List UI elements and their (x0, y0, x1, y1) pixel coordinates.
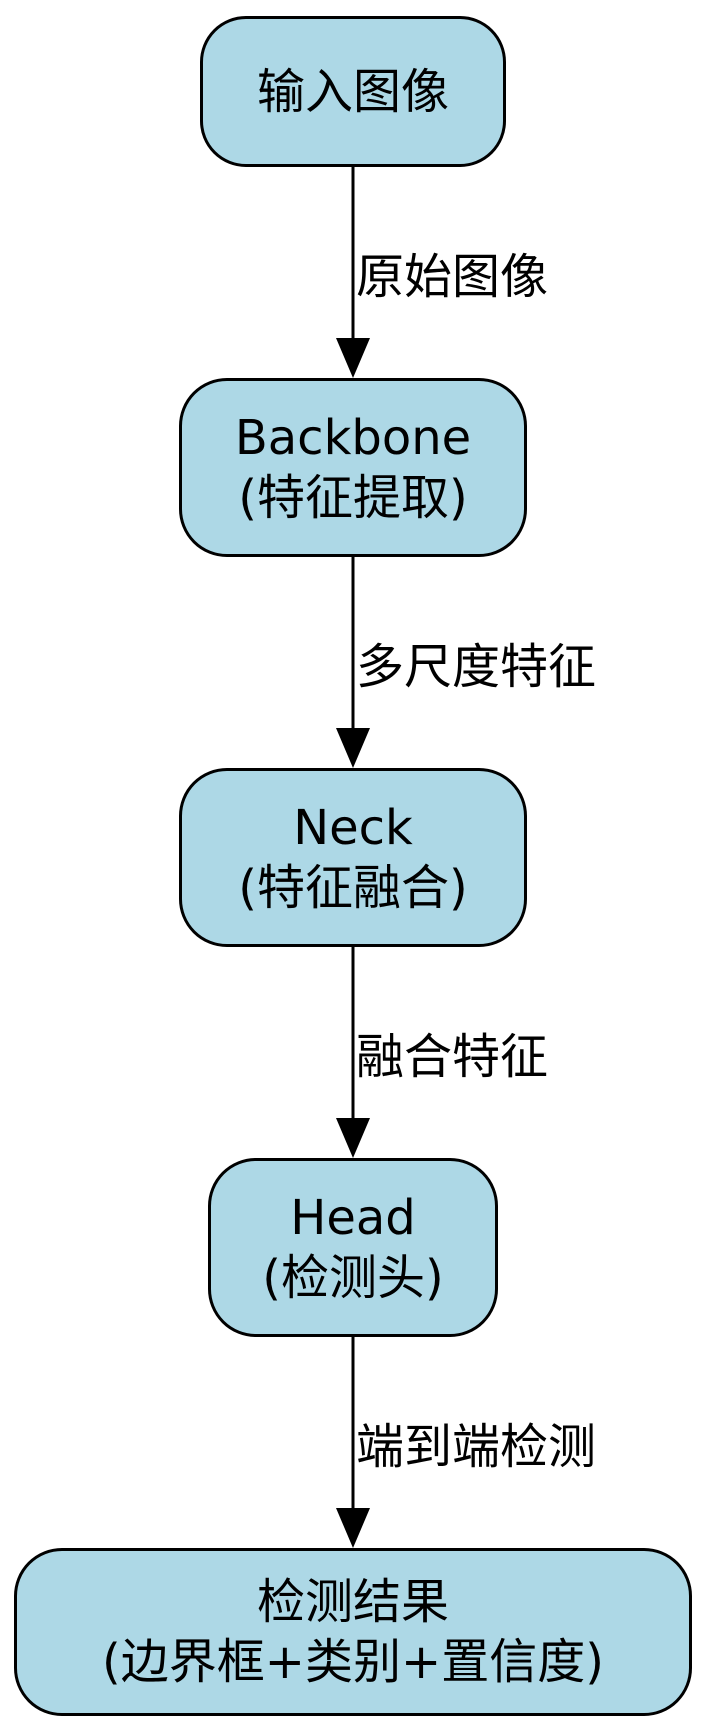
arrowhead-icon (336, 338, 370, 378)
node-label-line: (边界框+类别+置信度) (102, 1634, 604, 1690)
arrowhead-icon (336, 1118, 370, 1158)
node-label-line: 输入图像 (256, 63, 449, 120)
node-label-line: 检测结果 (256, 1574, 449, 1630)
node-label-line: (检测头) (262, 1249, 444, 1306)
node-neck: Neck (特征融合) (179, 768, 527, 947)
arrowhead-icon (336, 728, 370, 768)
node-label-line: Head (290, 1189, 416, 1246)
edge-neck-head (336, 947, 370, 1158)
edge-input-backbone (336, 167, 370, 378)
node-label-line: (特征提取) (238, 469, 468, 526)
edge-head-result (336, 1337, 370, 1548)
node-input-image: 输入图像 (200, 16, 506, 167)
edge-backbone-neck (336, 557, 370, 768)
edge-label-input-backbone: 原始图像 (356, 249, 549, 305)
edge-label-neck-head: 融合特征 (356, 1029, 549, 1085)
node-head: Head (检测头) (208, 1158, 498, 1337)
node-label-line: Backbone (234, 409, 472, 466)
node-label-line: Neck (293, 799, 413, 856)
arrowhead-icon (336, 1508, 370, 1548)
node-detection-result: 检测结果 (边界框+类别+置信度) (14, 1548, 692, 1716)
edge-label-head-result: 端到端检测 (356, 1419, 597, 1475)
node-backbone: Backbone (特征提取) (179, 378, 527, 557)
node-label-line: (特征融合) (238, 859, 468, 916)
edge-label-backbone-neck: 多尺度特征 (356, 639, 597, 695)
